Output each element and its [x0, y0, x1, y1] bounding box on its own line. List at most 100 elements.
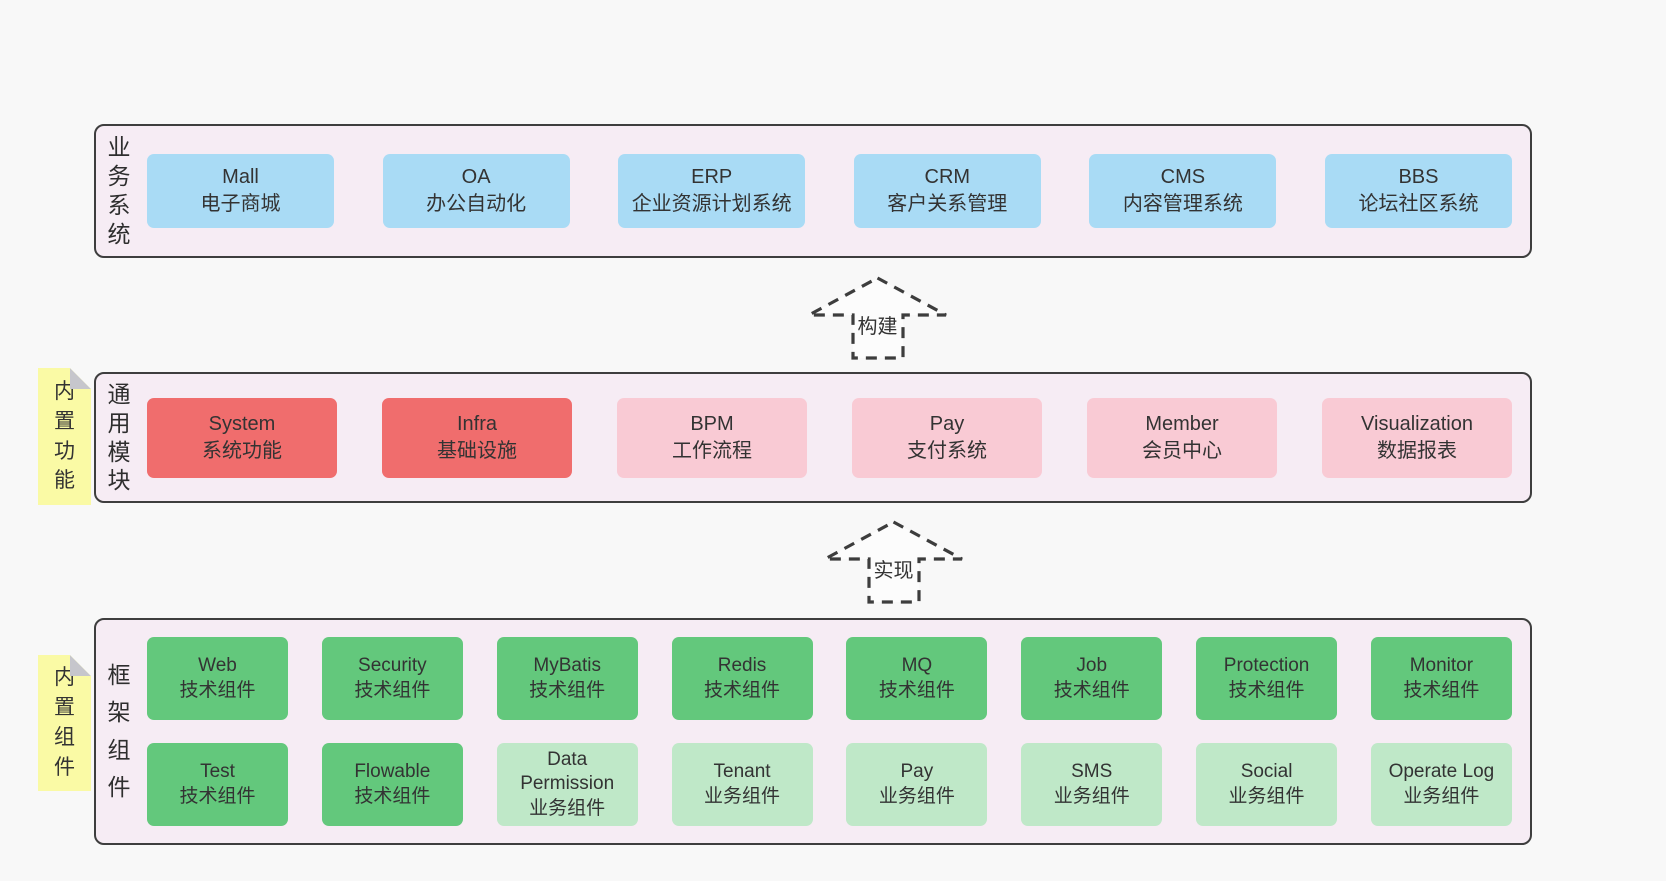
sticky-note-label: 内置组件 [54, 666, 75, 779]
box-title: CRM [924, 166, 971, 189]
box-title: ERP [691, 166, 733, 189]
box-subtitle: 工作流程 [672, 439, 752, 462]
box-subtitle: 办公自动化 [426, 193, 527, 215]
box-subtitle: 技术组件 [179, 785, 256, 807]
layer-title: 框架组件 [107, 662, 131, 800]
box-title: SMS [1071, 761, 1113, 783]
layer-title: 通用模块 [107, 380, 131, 494]
box-title: Member [1145, 412, 1219, 435]
box-subtitle: 系统功能 [202, 439, 282, 462]
box-crm: CRM 客户关系管理 [853, 154, 1041, 228]
box-cms: CMS 内容管理系统 [1089, 154, 1277, 228]
box-subtitle: 业务组件 [1053, 785, 1130, 807]
layer-title: 业务系统 [107, 134, 131, 247]
layer-business-systems: 业务系统 Mall 电子商城 OA 办公自动化 ERP 企业资源计划系统 CRM 客户关系管理… [94, 124, 1532, 258]
box-bbs: BBS 论坛社区系统 [1324, 154, 1512, 228]
arrow-label: 构建 [855, 310, 900, 339]
box-mall: Mall 电子商城 [147, 154, 334, 228]
box-title: Protection [1223, 655, 1310, 677]
box-title: MyBatis [533, 655, 601, 677]
box-subtitle: 技术组件 [1228, 679, 1305, 701]
box-subtitle: 业务组件 [1403, 785, 1480, 807]
box-title: Data Permission [520, 749, 615, 795]
box-subtitle: 企业资源计划系统 [631, 193, 792, 215]
sticky-note-builtin-components: 内置组件 [38, 655, 91, 791]
box-title: BBS [1398, 166, 1439, 189]
box-member: Member 会员中心 [1087, 397, 1277, 478]
box-subtitle: 技术组件 [1053, 679, 1130, 701]
box-subtitle: 业务组件 [529, 797, 606, 819]
box-subtitle: 内容管理系统 [1122, 193, 1243, 215]
box-title: Test [200, 761, 235, 783]
box-row: Mall 电子商城 OA 办公自动化 ERP 企业资源计划系统 CRM 客户关系管理 CMS 内容… [147, 154, 1512, 228]
box-title: Monitor [1409, 655, 1474, 677]
box-title: Social [1240, 761, 1293, 783]
box-subtitle: 技术组件 [704, 679, 781, 701]
box-title: Redis [717, 655, 767, 677]
box-title: OA [461, 166, 491, 189]
box-title: System [208, 412, 276, 435]
box-title: Pay [900, 761, 934, 783]
sticky-note-builtin-features: 内置功能 [38, 368, 91, 505]
box-infra: Infra 基础设施 [382, 397, 572, 478]
box-subtitle: 电子商城 [200, 193, 281, 215]
dashed-up-arrow-build: 构建 [807, 276, 948, 360]
box-title: Operate Log [1388, 761, 1495, 783]
box-subtitle: 基础设施 [437, 439, 517, 462]
box-subtitle: 会员中心 [1142, 439, 1222, 462]
box-subtitle: 支付系统 [907, 439, 987, 462]
box-title: Mall [222, 166, 259, 189]
box-subtitle: 业务组件 [1228, 785, 1305, 807]
box-subtitle: 技术组件 [354, 679, 431, 701]
box-subtitle: 业务组件 [878, 785, 955, 807]
box-title: Tenant [713, 761, 771, 783]
box-subtitle: 论坛社区系统 [1358, 193, 1479, 215]
box-title: MQ [901, 655, 933, 677]
arrow-label: 实现 [871, 554, 916, 583]
box-subtitle: 技术组件 [354, 785, 431, 807]
box-subtitle: 技术组件 [529, 679, 606, 701]
box-subtitle: 技术组件 [1403, 679, 1480, 701]
box-subtitle: 技术组件 [878, 679, 955, 701]
box-subtitle: 客户关系管理 [887, 193, 1008, 215]
box-title: Web [198, 655, 237, 677]
box-oa: OA 办公自动化 [382, 154, 570, 228]
box-title: Flowable [354, 761, 431, 783]
box-erp: ERP 企业资源计划系统 [618, 154, 806, 228]
box-title: Security [358, 655, 427, 677]
box-title: Infra [456, 412, 498, 435]
box-title: Visualization [1361, 412, 1473, 435]
box-subtitle: 数据报表 [1377, 439, 1457, 462]
box-title: CMS [1160, 166, 1206, 189]
sticky-note-label: 内置功能 [54, 379, 75, 493]
box-visualization: Visualization 数据报表 [1322, 397, 1512, 478]
box-system: System 系统功能 [147, 397, 337, 478]
box-title: Job [1076, 655, 1108, 677]
box-subtitle: 技术组件 [179, 679, 256, 701]
